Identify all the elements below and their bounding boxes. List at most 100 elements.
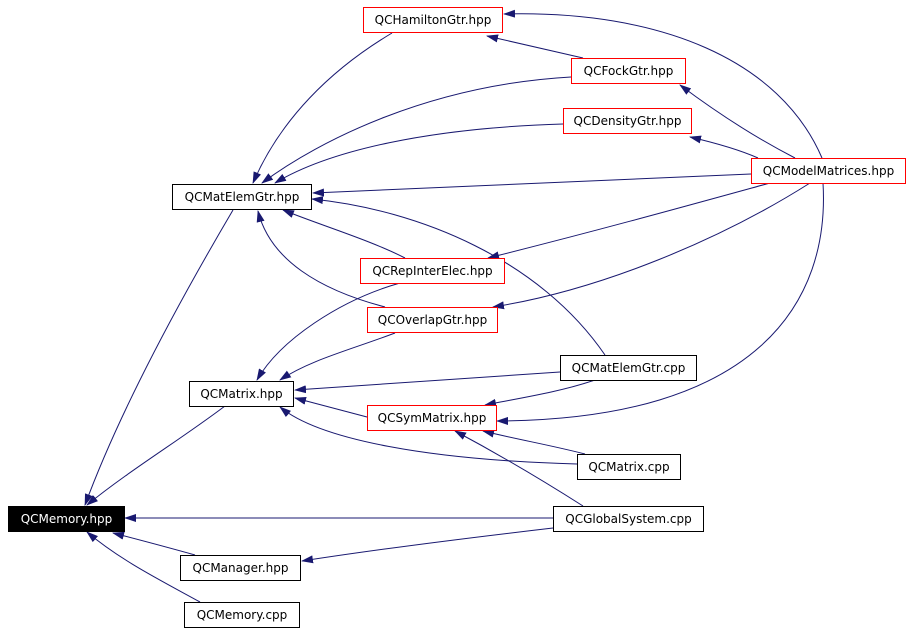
- edge-memory_cpp-to-memory_hpp: [86, 531, 201, 603]
- node-memory-cpp[interactable]: QCMemory.cpp: [184, 602, 300, 628]
- node-box[interactable]: [360, 258, 505, 284]
- node-label: QCMatrix.cpp: [588, 460, 669, 474]
- edge-fock-to-hamilton: [486, 34, 584, 59]
- node-global[interactable]: QCGlobalSystem.cpp: [553, 506, 704, 532]
- node-label: QCRepInterElec.hpp: [372, 264, 492, 278]
- dependency-arrow: [279, 332, 396, 381]
- node-label: QCMatElemGtr.cpp: [572, 361, 686, 375]
- edge-modelmat-to-overlap: [492, 182, 811, 310]
- edge-overlap-to-matelem_hpp: [256, 210, 386, 308]
- dependency-arrow: [84, 209, 234, 506]
- node-box[interactable]: [560, 355, 697, 381]
- node-box[interactable]: [577, 454, 681, 480]
- node-matrix-cpp[interactable]: QCMatrix.cpp: [577, 454, 681, 480]
- node-label: QCManager.hpp: [193, 561, 289, 575]
- edge-modelmat-to-fock: [679, 84, 796, 159]
- dependency-arrow: [679, 84, 796, 159]
- dependency-arrow: [256, 282, 401, 381]
- edge-modelmat-to-hamilton: [503, 9, 823, 159]
- edge-matrix_cpp-to-symmatrix: [482, 429, 586, 455]
- edge-matrix_hpp-to-memory_hpp: [86, 405, 226, 506]
- edge-symmatrix-to-matrix_hpp: [294, 396, 368, 418]
- node-label: QCGlobalSystem.cpp: [565, 512, 692, 526]
- node-label: QCModelMatrices.hpp: [763, 164, 894, 178]
- edge-matrix_cpp-to-matrix_hpp: [279, 406, 578, 465]
- dependency-arrow: [311, 196, 606, 356]
- dependency-arrow: [279, 406, 578, 465]
- node-memory-hpp[interactable]: QCMemory.hpp: [8, 506, 125, 532]
- dependency-arrow: [312, 173, 752, 197]
- edge-hamilton-to-matelem_hpp: [252, 32, 393, 184]
- edge-modelmat-to-repinter: [487, 182, 771, 260]
- node-matrix-hpp[interactable]: QCMatrix.hpp: [189, 381, 294, 407]
- node-label: QCSymMatrix.hpp: [378, 411, 487, 425]
- node-matelem-hpp[interactable]: QCMatElemGtr.hpp: [172, 184, 312, 210]
- node-manager[interactable]: QCManager.hpp: [180, 555, 301, 581]
- node-box[interactable]: [367, 405, 497, 431]
- dependency-arrow: [86, 405, 226, 506]
- dependency-arrow: [487, 182, 771, 260]
- node-matelem-cpp[interactable]: QCMatElemGtr.cpp: [560, 355, 697, 381]
- node-repinter[interactable]: QCRepInterElec.hpp: [360, 258, 505, 284]
- dependency-arrow: [294, 396, 368, 418]
- node-box[interactable]: [8, 506, 125, 532]
- dependency-arrow: [301, 527, 554, 564]
- edge-modelmat-to-matelem_hpp: [312, 173, 752, 197]
- dependency-arrow: [112, 531, 196, 556]
- dependency-arrow: [484, 379, 596, 407]
- nodes-layer: QCHamiltonGtr.hppQCFockGtr.hppQCDensityG…: [8, 7, 906, 628]
- node-label: QCMemory.cpp: [197, 608, 288, 622]
- dependency-arrow: [689, 135, 759, 159]
- node-box[interactable]: [553, 506, 704, 532]
- node-density[interactable]: QCDensityGtr.hpp: [563, 108, 692, 134]
- node-hamilton[interactable]: QCHamiltonGtr.hpp: [363, 7, 503, 33]
- node-box[interactable]: [571, 58, 686, 84]
- dependency-arrow: [492, 182, 811, 310]
- node-box[interactable]: [367, 307, 498, 333]
- edge-matelem_hpp-to-memory_hpp: [84, 209, 234, 506]
- dependency-arrow: [503, 9, 823, 159]
- dependency-arrow: [252, 32, 393, 184]
- dependency-arrow: [274, 123, 564, 184]
- node-box[interactable]: [189, 381, 294, 407]
- edges-layer: [84, 9, 824, 603]
- dependency-arrow: [454, 430, 584, 507]
- dependency-arrow: [282, 209, 406, 259]
- node-label: QCMatElemGtr.hpp: [185, 190, 300, 204]
- node-label: QCMemory.hpp: [21, 512, 113, 526]
- node-label: QCDensityGtr.hpp: [574, 114, 682, 128]
- edge-modelmat-to-density: [689, 135, 759, 159]
- edge-density-to-matelem_hpp: [274, 123, 564, 184]
- edge-matelem_cpp-to-matrix_hpp: [294, 371, 561, 394]
- node-box[interactable]: [363, 7, 503, 33]
- node-box[interactable]: [172, 184, 312, 210]
- edge-global-to-manager: [301, 527, 554, 564]
- node-label: QCMatrix.hpp: [200, 387, 282, 401]
- node-label: QCOverlapGtr.hpp: [378, 313, 487, 327]
- node-modelmat[interactable]: QCModelMatrices.hpp: [751, 158, 906, 184]
- edge-overlap-to-matrix_hpp: [279, 332, 396, 381]
- edge-matelem_cpp-to-symmatrix: [484, 379, 596, 407]
- edge-manager-to-memory_hpp: [112, 531, 196, 556]
- edge-repinter-to-matrix_hpp: [256, 282, 401, 381]
- node-box[interactable]: [180, 555, 301, 581]
- edge-matelem_cpp-to-matelem_hpp: [311, 196, 606, 356]
- node-symmatrix[interactable]: QCSymMatrix.hpp: [367, 405, 497, 431]
- edge-global-to-symmatrix: [454, 430, 584, 507]
- edge-fock-to-matelem_hpp: [261, 76, 572, 184]
- dependency-arrow: [86, 531, 201, 603]
- dependency-arrow: [486, 34, 584, 59]
- dependency-arrow: [256, 210, 386, 308]
- dependency-arrow: [294, 371, 561, 394]
- node-box[interactable]: [751, 158, 906, 184]
- dependency-arrow: [261, 76, 572, 184]
- node-label: QCHamiltonGtr.hpp: [375, 13, 492, 27]
- dependency-arrow: [496, 182, 824, 425]
- node-box[interactable]: [563, 108, 692, 134]
- node-fock[interactable]: QCFockGtr.hpp: [571, 58, 686, 84]
- node-box[interactable]: [184, 602, 300, 628]
- node-label: QCFockGtr.hpp: [584, 64, 674, 78]
- edge-repinter-to-matelem_hpp: [282, 209, 406, 259]
- node-overlap[interactable]: QCOverlapGtr.hpp: [367, 307, 498, 333]
